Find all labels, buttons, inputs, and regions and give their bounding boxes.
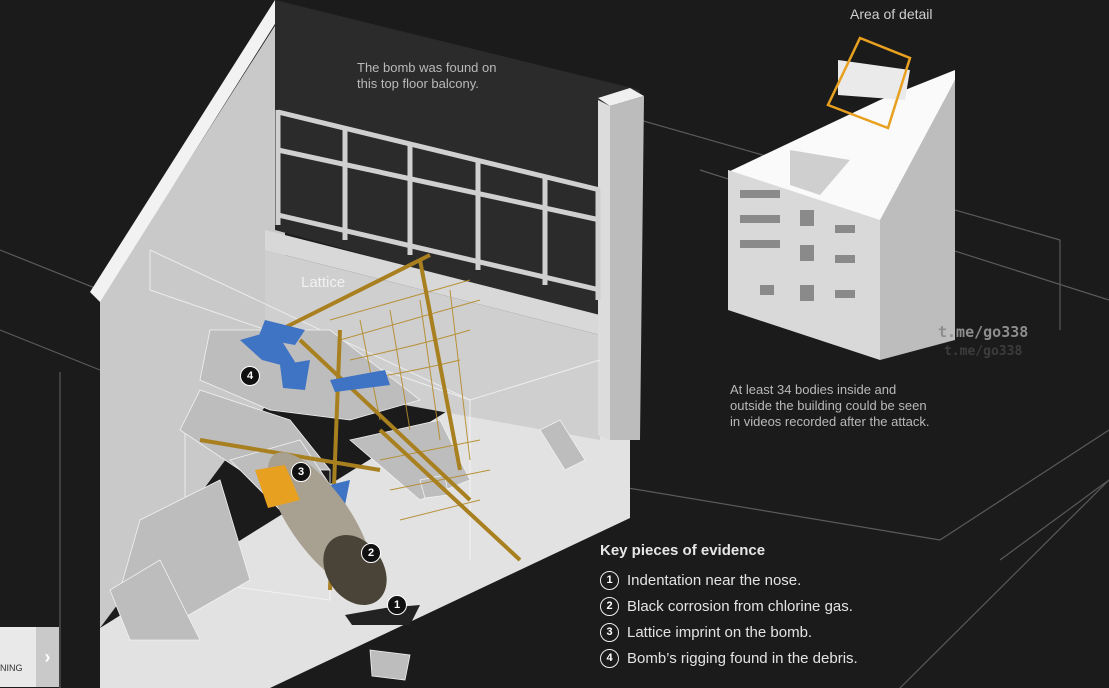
room-back-opening [275,0,640,330]
watermark-echo: t.me/go338 [944,344,1023,359]
balcony-caption-line-1: The bomb was found on [357,60,497,75]
evidence-item: 2 Black corrosion from chlorine gas. [600,593,900,619]
evidence-list: Key pieces of evidence 1 Indentation nea… [600,542,900,671]
evidence-text-1: Indentation near the nose. [627,571,802,589]
bodies-caption-line-1: At least 34 bodies inside and [730,382,897,397]
bodies-caption-line-2: outside the building could be seen [730,398,927,413]
marker-1: 1 [387,595,407,615]
area-of-detail-label: Area of detail [850,6,933,22]
evidence-number-4: 4 [600,648,619,668]
watermark: t.me/go338 [938,323,1029,341]
evidence-number-2: 2 [600,596,619,616]
evidence-item: 4 Bomb’s rigging found in the debris. [600,645,900,671]
nav-label: NING [0,663,23,673]
lattice-label: Lattice [301,274,346,291]
evidence-text-2: Black corrosion from chlorine gas. [627,597,853,615]
area-of-detail-outline [826,36,912,130]
bomb-rigging [240,320,390,505]
evidence-item: 1 Indentation near the nose. [600,567,900,593]
balcony-caption: The bomb was found on this top floor bal… [357,60,496,92]
evidence-text-4: Bomb’s rigging found in the debris. [627,649,858,667]
chevron-right-icon[interactable]: › [36,627,59,687]
room-left-wall [100,10,285,628]
lattice-poles [199,253,522,591]
evidence-number-1: 1 [600,570,619,590]
marker-2: 2 [361,543,381,563]
evidence-title: Key pieces of evidence [600,542,766,559]
evidence-text-3: Lattice imprint on the bomb. [627,623,813,641]
evidence-item: 3 Lattice imprint on the bomb. [600,619,900,645]
bodies-caption: At least 34 bodies inside and outside th… [730,382,929,430]
marker-4: 4 [240,366,260,386]
marker-3: 3 [291,462,311,482]
lattice-net [329,279,491,521]
building [728,60,955,360]
balcony-caption-line-2: this top floor balcony. [357,76,479,91]
next-nav-button[interactable]: NING › [0,627,59,687]
evidence-number-3: 3 [600,622,619,642]
balcony-window-frame [275,109,601,300]
bodies-caption-line-3: in videos recorded after the attack. [730,414,930,429]
